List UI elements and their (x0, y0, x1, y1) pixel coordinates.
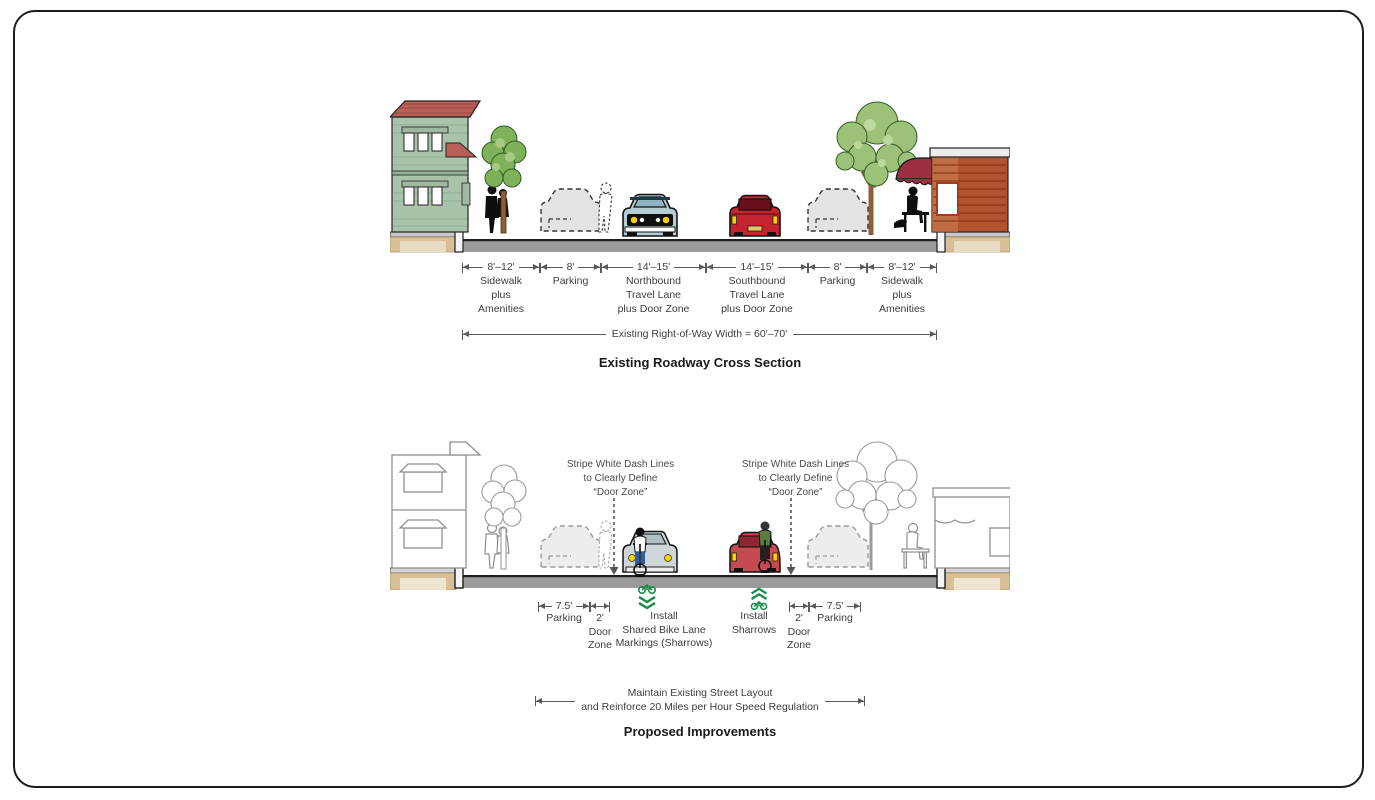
proposed-parking-right: 7.5' Parking (809, 600, 862, 626)
parked-car-left (540, 188, 602, 232)
door-zone-figure (598, 182, 613, 233)
dim-parking-left: 8' Parking (540, 261, 602, 289)
parked-car-left-outline (540, 525, 602, 568)
bench-person-outline (901, 522, 930, 569)
sharrow-bike-over-chevrons-icon (638, 583, 657, 610)
door-zone-left-label: 2' Door Zone (588, 612, 612, 652)
dim-label: Southbound Travel Lane plus Door Zone (721, 275, 793, 315)
parking-right-label: Parking (817, 612, 853, 624)
parked-car-right-outline (807, 525, 869, 568)
door-zone-note-right: Stripe White Dash Lines to Clearly Defin… (741, 459, 850, 498)
building-left-outline (391, 441, 482, 569)
car-northbound (622, 193, 678, 237)
proposed-parking-left: 7.5' Parking (538, 600, 591, 626)
parking-left-value: 7.5' (555, 600, 573, 612)
existing-cross-section-illustration (390, 100, 1010, 253)
maintain-layout-dimension: Maintain Existing Street Layout and Rein… (535, 686, 865, 716)
dim-value: 14'–15' (636, 261, 671, 273)
proposed-section-title: Proposed Improvements (623, 724, 777, 739)
dim-label: Sidewalk plus Amenities (477, 275, 525, 315)
page-border (13, 10, 1364, 788)
proposed-cross-section-illustration (390, 441, 1010, 590)
dim-label: Parking (819, 275, 856, 287)
dim-northbound-lane: 14'–15' Northbound Travel Lane plus Door… (601, 262, 706, 317)
right-of-way-label: Existing Right-of-Way Width = 60'–70' (611, 327, 788, 340)
dim-label: Northbound Travel Lane plus Door Zone (617, 275, 690, 315)
dim-label: Sidewalk plus Amenities (878, 275, 926, 315)
building-right-outline (932, 487, 1010, 569)
door-zone-note-left: Stripe White Dash Lines to Clearly Defin… (566, 459, 675, 498)
tree-left (481, 125, 527, 234)
building-right (929, 147, 1010, 233)
tree-right-outline (835, 441, 918, 570)
dim-value: 8'–12' (487, 261, 515, 273)
dim-parking-right: 8' Parking (808, 261, 868, 289)
parked-car-right (807, 188, 869, 232)
tree-right (835, 101, 918, 235)
dim-sidewalk-right: 8'–12' Sidewalk plus Amenities (867, 262, 937, 317)
parking-left-label: Parking (546, 612, 582, 624)
tree-left-outline (481, 464, 527, 570)
proposed-door-zone-right: 2' Door Zone (787, 601, 811, 653)
install-sharrows-label: Install Sharrows (731, 610, 777, 636)
install-sharrow-markings-label: Install Shared Bike Lane Markings (Sharr… (615, 610, 713, 650)
dim-value: 8' (566, 261, 575, 273)
ground (390, 564, 1010, 590)
door-zone-figure-outline (598, 520, 613, 569)
awning (895, 157, 935, 186)
existing-section-title: Existing Roadway Cross Section (598, 355, 802, 370)
bench-person (894, 186, 929, 232)
dim-southbound-lane: 14'–15' Southbound Travel Lane plus Door… (706, 262, 808, 317)
cyclist-southbound (758, 521, 772, 573)
door-zone-arrow-left (609, 498, 619, 575)
ground (390, 228, 1010, 253)
proposed-door-zone-left: 2' Door Zone (588, 601, 612, 653)
car-southbound-proposed (729, 531, 781, 573)
dim-label: Parking (552, 275, 589, 287)
door-zone-arrow-right (786, 498, 796, 575)
dim-sidewalk-left: 8'–12' Sidewalk plus Amenities (462, 262, 540, 317)
car-northbound-proposed (622, 530, 678, 573)
car-southbound (729, 194, 781, 237)
dim-value: 14'–15' (740, 261, 774, 273)
right-of-way-dimension: Existing Right-of-Way Width = 60'–70' (462, 327, 937, 340)
cyclist-northbound (633, 527, 647, 577)
dim-value: 8' (833, 261, 842, 273)
building-left (390, 100, 482, 233)
parking-right-value: 7.5' (826, 600, 844, 612)
door-zone-right-label: 2' Door Zone (787, 612, 811, 652)
dim-value: 8'–12' (888, 261, 916, 273)
maintain-layout-note: Maintain Existing Street Layout and Rein… (581, 687, 819, 713)
sharrow-chevrons-over-bike-icon (750, 587, 768, 611)
